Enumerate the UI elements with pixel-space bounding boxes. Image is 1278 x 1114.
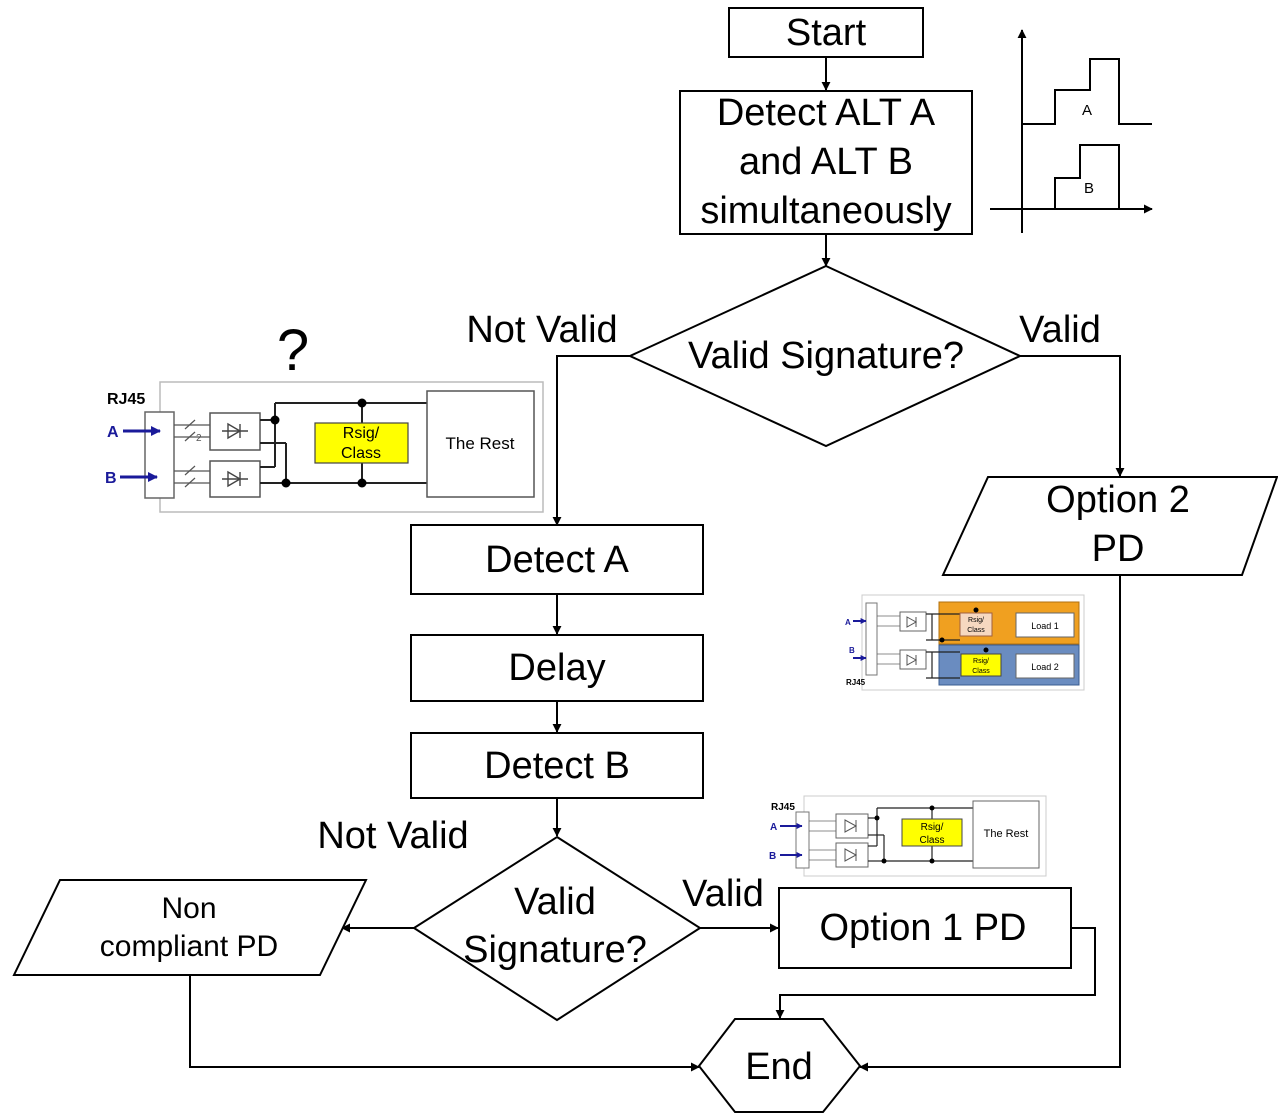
detect-a-node: Detect A [410, 524, 704, 595]
circuit-option2-input-b: B [849, 646, 855, 655]
option2-node: Option 2 PD [941, 476, 1278, 576]
circuit-option1-rest-label: The Rest [984, 828, 1029, 840]
arrow-option2-to-end [859, 575, 1121, 1072]
detect-both-node: Detect ALT A and ALT B simultaneously [679, 90, 973, 235]
not-valid-label-1: Not Valid [466, 309, 617, 351]
delay-label: Delay [508, 647, 605, 689]
circuit-option1-rest-box [972, 800, 1040, 869]
decision1-node: Valid Signature? [627, 264, 1023, 448]
diode-icon [844, 819, 858, 862]
circuit-option2-load2: Load 2 [1031, 662, 1059, 672]
option1-label: Option 1 PD [820, 907, 1027, 949]
diode-icon [222, 422, 248, 488]
circuit-option1-rsig-line2: Class [919, 835, 944, 846]
noncompliant-node: Non compliant PD [12, 879, 368, 976]
circuit-large: RJ45 A B 2 [105, 381, 544, 513]
circuit-large-connector-label: RJ45 [107, 391, 145, 408]
circuit-option2-rsig1-line1: Rsig/ [968, 617, 984, 624]
decision2-node: Valid Signature? [412, 835, 702, 1022]
circuit-option2-input-a: A [845, 618, 851, 627]
detect-both-line1: Detect ALT A [717, 92, 936, 134]
circuit-option1-rsig-line1: Rsig/ [921, 822, 944, 833]
option1-node: Option 1 PD [778, 887, 1072, 969]
detect-a-label: Detect A [485, 539, 629, 581]
diode-icon [906, 616, 918, 666]
waveform-a-trace [1022, 58, 1152, 125]
circuit-large-input-a: A [107, 424, 119, 441]
circuit-option1-input-b: B [769, 851, 776, 862]
decision1-label: Valid Signature? [688, 335, 964, 377]
noncompliant-line2: compliant PD [100, 930, 278, 963]
circuit-option1-connector-label: RJ45 [771, 802, 795, 813]
circuit-option2-rsig2-line2: Class [972, 668, 990, 675]
circuit-large-rest-label: The Rest [446, 434, 515, 453]
circuit-option1: RJ45 A B [769, 795, 1047, 877]
arrow-decision1-valid-to-option2 [1020, 355, 1125, 477]
start-label: Start [786, 12, 867, 54]
arrow-option1-to-end [775, 927, 1096, 1019]
waveform-label-a: A [1082, 102, 1092, 119]
end-node: End [697, 1018, 862, 1113]
circuit-option1-rsig-box [901, 818, 963, 847]
circuit-option1-input-a: A [770, 822, 777, 833]
valid-label-1: Valid [1019, 309, 1101, 351]
valid-label-2: Valid [682, 873, 764, 915]
circuit-large-rest-box [426, 390, 535, 498]
circuit-large-pin-label: 2 [196, 433, 202, 444]
not-valid-label-2: Not Valid [317, 815, 468, 857]
waveform-graph [990, 29, 1153, 233]
circuit-option2-rsig2-line1: Rsig/ [973, 658, 989, 665]
noncompliant-line1: Non [161, 892, 216, 925]
circuit-large-jack [144, 411, 175, 499]
circuit-large-input-b: B [105, 470, 117, 487]
detect-b-label: Detect B [484, 745, 630, 787]
circuit-large-rsig-line1: Rsig/ [343, 425, 380, 442]
waveform-label-b: B [1084, 180, 1094, 197]
end-label: End [745, 1046, 813, 1088]
detect-both-line3: simultaneously [700, 190, 951, 232]
circuit-option2-connector-label: RJ45 [846, 678, 866, 687]
circuit-option2-load1: Load 1 [1031, 621, 1059, 631]
arrow-decision1-notvalid-to-detect-a [552, 355, 630, 526]
arrow-noncompliant-to-end [189, 975, 700, 1072]
detect-both-line2: and ALT B [739, 141, 913, 183]
option2-line2: PD [1092, 528, 1145, 570]
start-node: Start [728, 7, 924, 58]
waveform-b-trace [1054, 144, 1120, 209]
decision2-line2: Signature? [463, 929, 647, 971]
delay-node: Delay [410, 634, 704, 702]
circuit-option2-rsig1-line2: Class [967, 627, 985, 634]
circuit-option2: A B RJ45 Rsig/ Class R [845, 594, 1085, 691]
circuit-large-rsig-line2: Class [341, 445, 381, 462]
decision2-line1: Valid [514, 881, 596, 923]
question-mark: ? [277, 318, 309, 383]
detect-b-node: Detect B [410, 732, 704, 799]
circuit-large-rsig-box [314, 422, 409, 464]
connectors [189, 57, 1125, 1072]
option2-line1: Option 2 [1046, 479, 1190, 521]
